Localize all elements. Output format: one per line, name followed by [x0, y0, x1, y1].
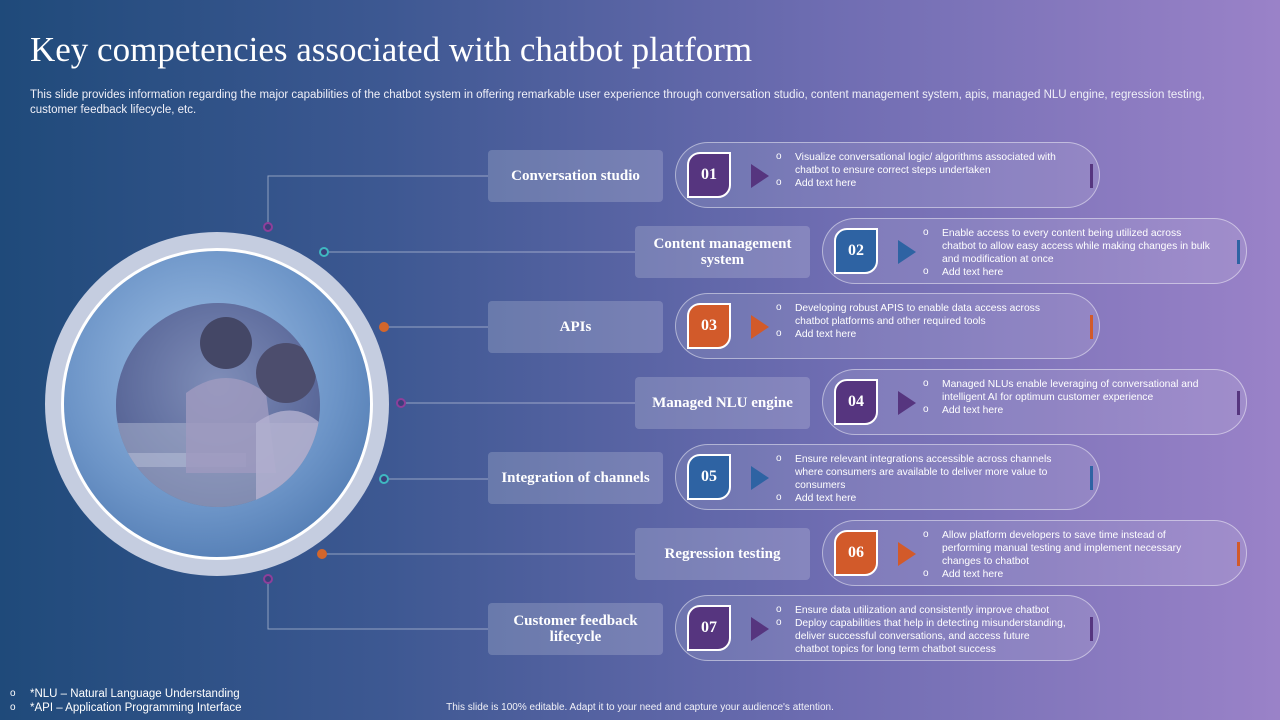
number-badge: 05	[687, 454, 731, 500]
competency-card-04: 04 Managed NLUs enable leveraging of con…	[822, 369, 1247, 435]
competency-card-02: 02 Enable access to every content being …	[822, 218, 1247, 284]
bullet-item: Allow platform developers to save time i…	[923, 528, 1213, 568]
accent-bar	[1090, 617, 1093, 641]
bullet-item: Managed NLUs enable leveraging of conver…	[923, 377, 1213, 404]
number-badge: 06	[834, 530, 878, 576]
bullet-list: Enable access to every content being uti…	[923, 226, 1213, 279]
bullet-item: Add text here	[776, 327, 1066, 341]
competency-card-03: 03 Developing robust APIS to enable data…	[675, 293, 1100, 359]
bullet-item: Enable access to every content being uti…	[923, 226, 1213, 266]
footnotes: *NLU – Natural Language Understanding *A…	[10, 687, 242, 715]
arrow-right-icon	[751, 164, 769, 188]
slide-title: Key competencies associated with chatbot…	[30, 30, 753, 69]
label-managed-nlu-engine: Managed NLU engine	[635, 377, 810, 429]
accent-bar	[1090, 315, 1093, 339]
arrow-right-icon	[898, 391, 916, 415]
label-text: Regression testing	[664, 546, 781, 562]
arrow-right-icon	[751, 617, 769, 641]
bullet-list: Allow platform developers to save time i…	[923, 528, 1213, 581]
label-text: Conversation studio	[511, 168, 640, 184]
footnote-nlu: *NLU – Natural Language Understanding	[10, 687, 242, 701]
competency-card-07: 07 Ensure data utilization and consisten…	[675, 595, 1100, 661]
arrow-right-icon	[751, 315, 769, 339]
bullet-item: Add text here	[776, 491, 1066, 505]
marker-dot-5	[379, 474, 389, 484]
label-customer-feedback-lifecycle: Customer feedback lifecycle	[488, 603, 663, 655]
arrow-right-icon	[898, 240, 916, 264]
bullet-item: Add text here	[923, 265, 1213, 279]
marker-dot-3	[379, 322, 389, 332]
marker-dot-6	[317, 549, 327, 559]
bullet-list: Ensure data utilization and consistently…	[776, 603, 1066, 656]
label-text: Managed NLU engine	[652, 395, 793, 411]
label-content-management-system: Content management system	[635, 226, 810, 278]
chatbot-user-photo	[116, 303, 320, 507]
number-badge: 02	[834, 228, 878, 274]
bullet-item: Add text here	[776, 176, 1066, 190]
arrow-right-icon	[898, 542, 916, 566]
bullet-list: Visualize conversational logic/ algorith…	[776, 150, 1066, 190]
accent-bar	[1237, 542, 1240, 566]
number-badge: 01	[687, 152, 731, 198]
label-regression-testing: Regression testing	[635, 528, 810, 580]
bullet-item: Ensure data utilization and consistently…	[776, 603, 1066, 617]
bullet-list: Managed NLUs enable leveraging of conver…	[923, 377, 1213, 417]
label-text: Integration of channels	[501, 470, 650, 486]
label-text: APIs	[559, 319, 592, 335]
label-apis: APIs	[488, 301, 663, 353]
marker-dot-7	[263, 574, 273, 584]
bullet-item: Ensure relevant integrations accessible …	[776, 452, 1066, 492]
label-text: Content management system	[653, 236, 792, 268]
bullet-item: Add text here	[923, 403, 1213, 417]
editable-note: This slide is 100% editable. Adapt it to…	[446, 702, 834, 713]
accent-bar	[1090, 164, 1093, 188]
number-badge: 03	[687, 303, 731, 349]
label-integration-of-channels: Integration of channels	[488, 452, 663, 504]
accent-bar	[1237, 391, 1240, 415]
marker-dot-2	[319, 247, 329, 257]
marker-dot-4	[396, 398, 406, 408]
bullet-list: Developing robust APIS to enable data ac…	[776, 301, 1066, 341]
competency-card-01: 01 Visualize conversational logic/ algor…	[675, 142, 1100, 208]
bullet-item: Add text here	[923, 567, 1213, 581]
bullet-item: Visualize conversational logic/ algorith…	[776, 150, 1066, 177]
number-badge: 04	[834, 379, 878, 425]
number-badge: 07	[687, 605, 731, 651]
bullet-item: Deploy capabilities that help in detecti…	[776, 616, 1066, 656]
slide-subtitle: This slide provides information regardin…	[30, 89, 1205, 116]
bullet-item: Developing robust APIS to enable data ac…	[776, 301, 1066, 328]
arrow-right-icon	[751, 466, 769, 490]
accent-bar	[1090, 466, 1093, 490]
label-text: Customer feedback lifecycle	[513, 613, 638, 645]
accent-bar	[1237, 240, 1240, 264]
bullet-list: Ensure relevant integrations accessible …	[776, 452, 1066, 505]
footnote-api: *API – Application Programming Interface	[10, 701, 242, 715]
marker-dot-1	[263, 222, 273, 232]
label-conversation-studio: Conversation studio	[488, 150, 663, 202]
competency-card-06: 06 Allow platform developers to save tim…	[822, 520, 1247, 586]
competency-card-05: 05 Ensure relevant integrations accessib…	[675, 444, 1100, 510]
